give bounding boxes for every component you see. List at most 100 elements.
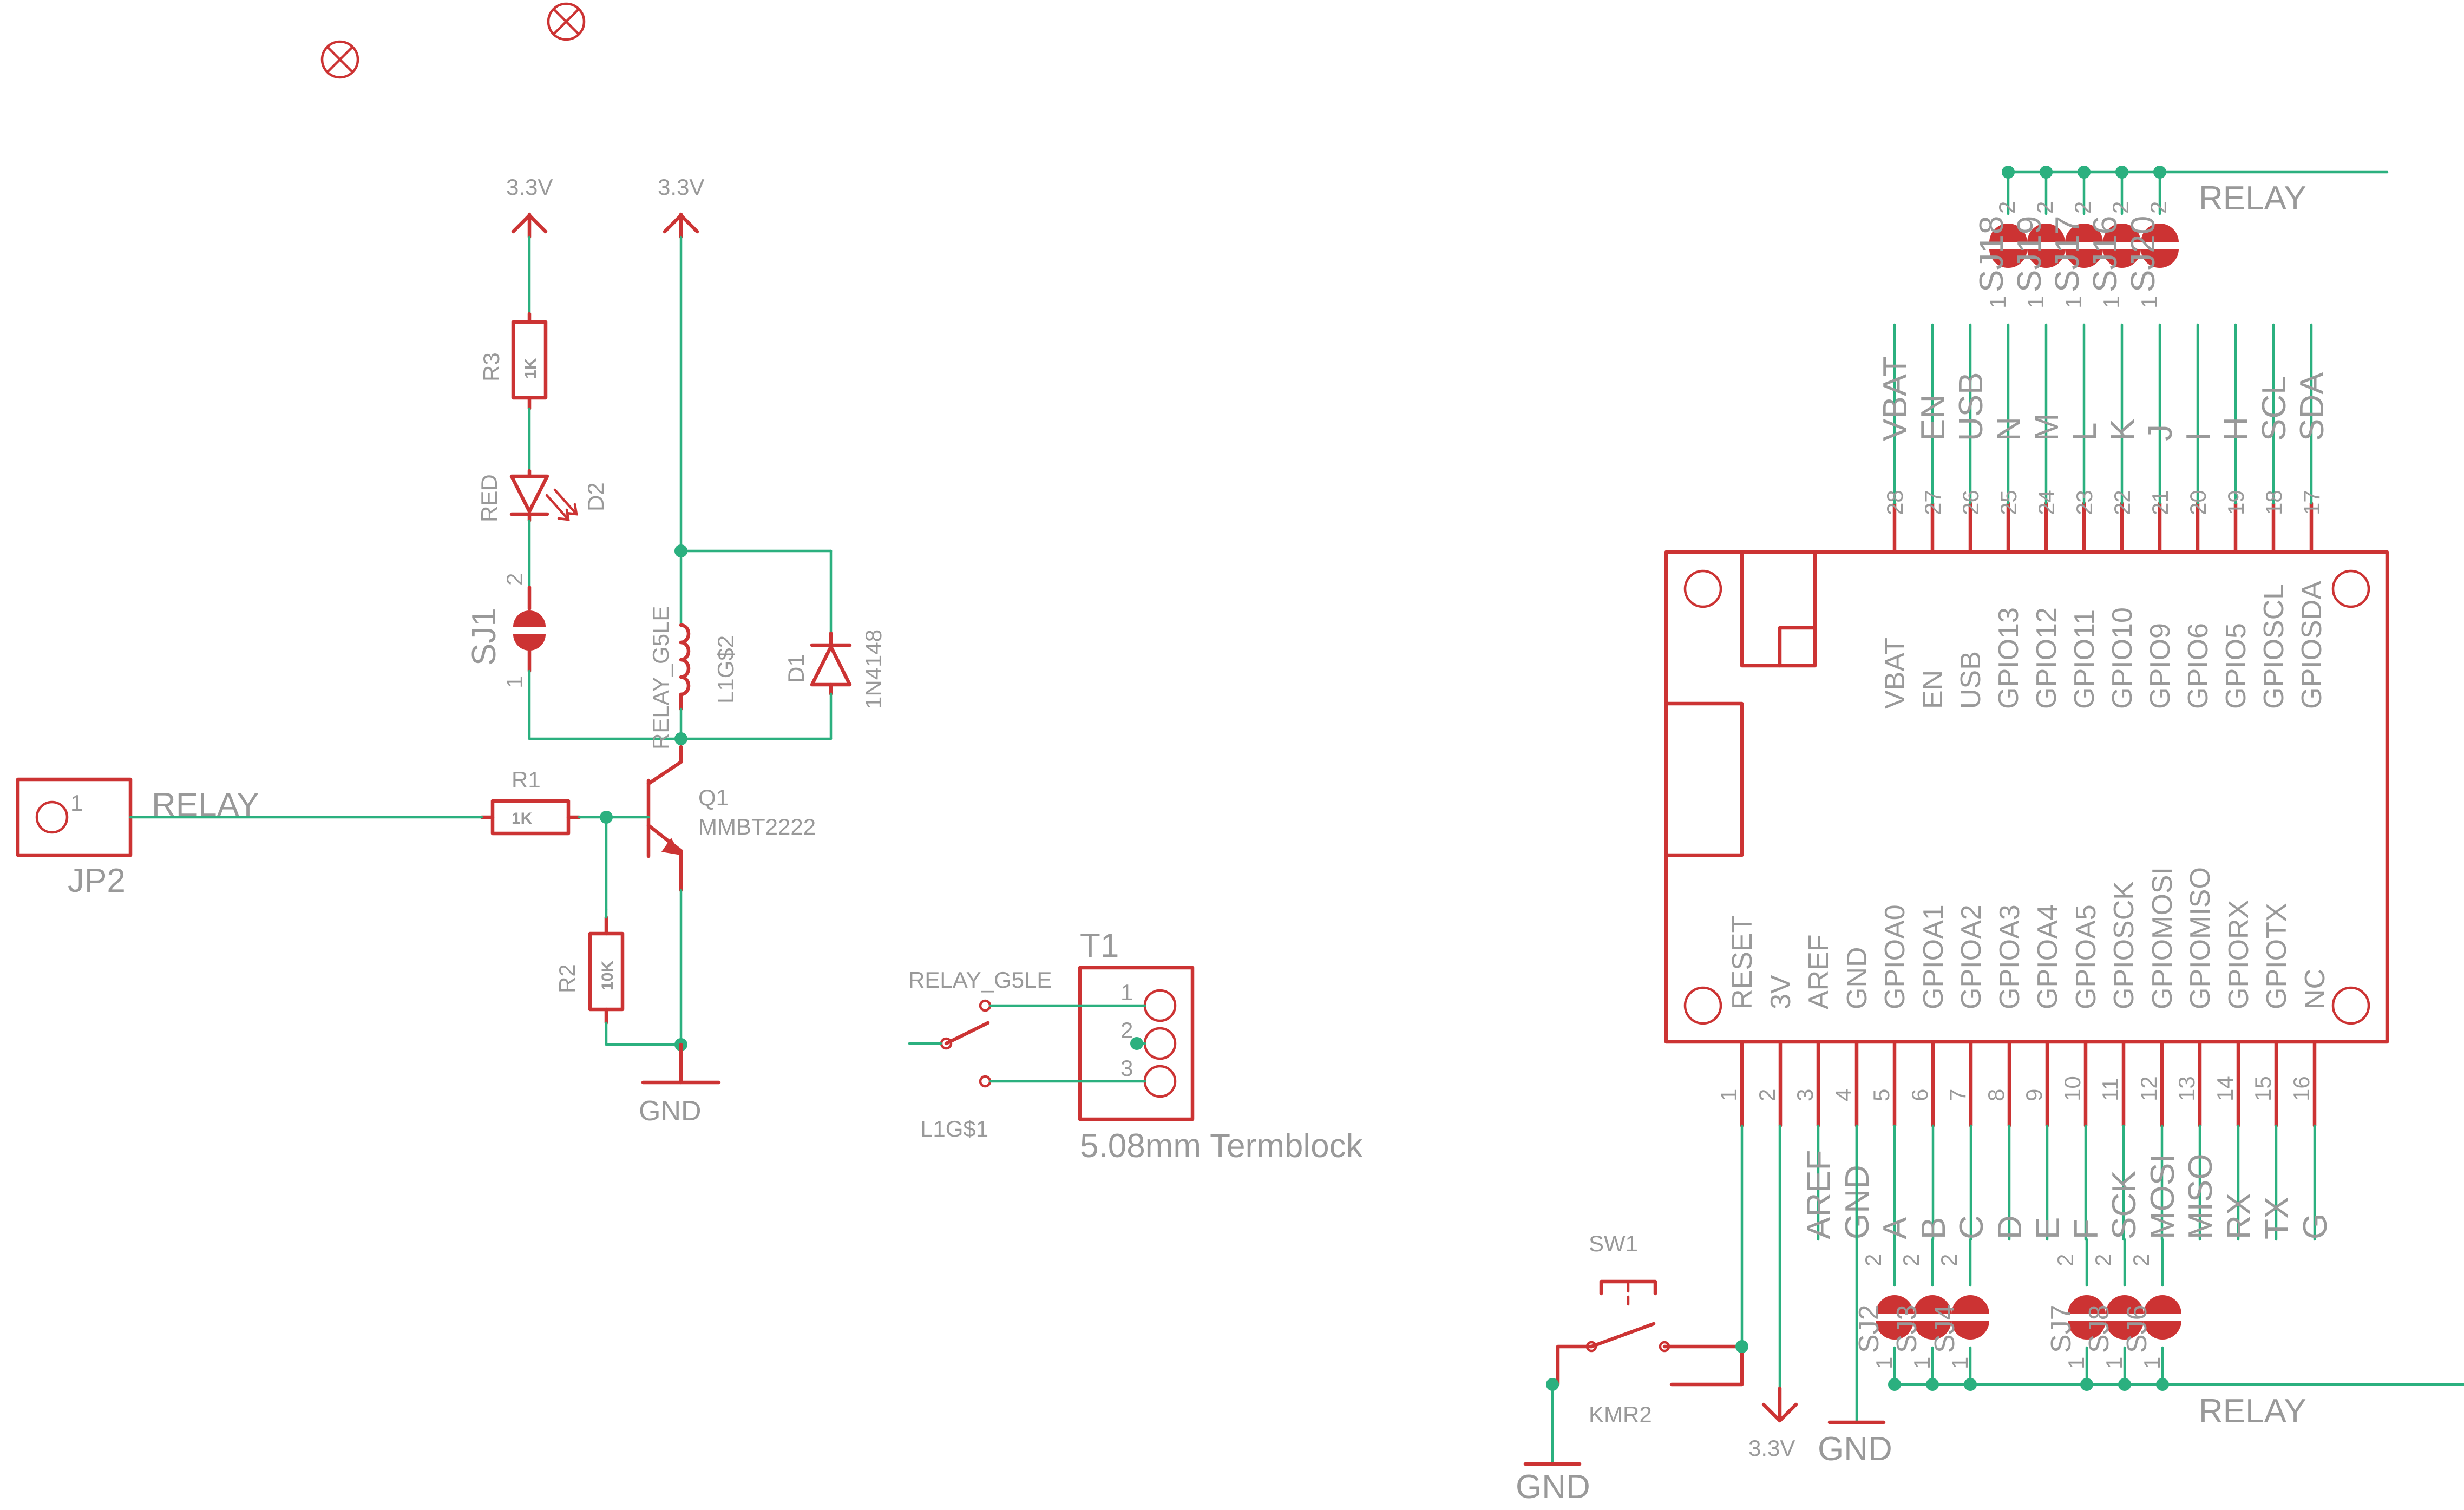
jumper-pin: 2 (1936, 1254, 1962, 1266)
jumper-name: SJ7 (2046, 1304, 2077, 1353)
relay-coil-name: RELAY_G5LE (648, 606, 673, 750)
jumper-name: SJ16 (2087, 216, 2124, 292)
terminal-block-t1 (1078, 966, 1195, 1121)
feather-pin-number: 16 (2289, 1076, 2314, 1101)
jumper-pin: 2 (1898, 1254, 1924, 1266)
feather-pin-signal: GPIO11 (2069, 609, 2100, 709)
r2-name: R2 (554, 964, 580, 993)
feather-pin-signal: GPIO9 (2145, 623, 2176, 709)
feather-net-label: TX (2258, 1197, 2296, 1239)
feather-pin-number: 7 (1945, 1089, 1970, 1101)
feather-pin-number: 11 (2098, 1078, 2123, 1101)
sj1-name: SJ1 (466, 608, 503, 666)
feather-net-label: A (1877, 1217, 1914, 1239)
feather-pin-signal: GPIOMISO (2185, 867, 2216, 1009)
feather-board (1664, 550, 2389, 1044)
gnd-label-q1: GND (639, 1095, 702, 1127)
feather-pin-number: 27 (1920, 490, 1945, 515)
feather-net-label: VBAT (1877, 356, 1914, 441)
feather-pin-number: 20 (2185, 490, 2211, 515)
feather-pin-number: 26 (1958, 490, 1983, 515)
jumper-pin: 1 (1871, 1357, 1897, 1369)
jumper-pin: 1 (2137, 296, 2162, 308)
feather-pin-number: 13 (2174, 1076, 2199, 1101)
feather-pin-signal: AREF (1803, 934, 1834, 1009)
feather-net-label: MISO (2182, 1154, 2219, 1239)
led-value: RED (476, 474, 502, 522)
sw1-name: SW1 (1589, 1231, 1638, 1256)
feather-pin-signal: GPIO13 (1993, 607, 2024, 709)
jumper-pin: 2 (2091, 1254, 2116, 1266)
feather-pin-signal: GPIOMOSI (2147, 867, 2178, 1009)
feather-pin-number: 12 (2136, 1076, 2161, 1101)
jumper-pin: 2 (2053, 1254, 2078, 1266)
feather-net-label: N (1990, 417, 2028, 441)
jumper-pin: 2 (2146, 201, 2171, 214)
q1-value: MMBT2222 (698, 814, 816, 839)
t1-name: T1 (1080, 927, 1119, 964)
feather-pin-number: 5 (1869, 1089, 1894, 1101)
jumper-name: SJ17 (2049, 216, 2086, 292)
jumper-pin: 1 (2061, 296, 2086, 308)
r3-value: 1K (522, 358, 540, 379)
jumper-name: SJ3 (1891, 1304, 1923, 1353)
t1-pin1: 1 (1120, 980, 1133, 1005)
jumper-name: SJ19 (2011, 216, 2048, 292)
feather-pin-number: 25 (1996, 490, 2021, 515)
feather-pin-number: 28 (1882, 490, 1908, 515)
jp2-name: JP2 (68, 862, 126, 900)
feather-pin-signal: GPIOSCK (2108, 881, 2140, 1009)
feather-pin-number: 19 (2223, 490, 2249, 515)
feather-net-label: RX (2220, 1193, 2258, 1239)
jp2-pin: 1 (70, 790, 83, 816)
feather-net-label: M (2028, 413, 2066, 441)
gnd-label-feather: GND (1818, 1430, 1892, 1468)
feather-pin-signal: GPIO5 (2220, 623, 2252, 709)
feather-net-label: F (2068, 1219, 2105, 1239)
sw1-value: KMR2 (1589, 1402, 1652, 1427)
feather-pin-signal: GPIOA2 (1956, 904, 1987, 1009)
feather-pin-signal: EN (1917, 670, 1949, 709)
feather-pin-signal: GPIO10 (2107, 607, 2138, 709)
jumper-pin: 2 (2108, 201, 2133, 214)
feather-pin-number: 3 (1792, 1089, 1818, 1101)
feather-pin-signal: GPIO12 (2031, 607, 2062, 709)
jumper-pin: 2 (2070, 201, 2095, 214)
v33-label-relay: 3.3V (658, 174, 704, 200)
diode-d1 (810, 631, 852, 696)
feather-net-label: AREF (1800, 1150, 1838, 1239)
feather-pin-signal: GPIOA3 (1994, 904, 2026, 1009)
led-d2 (509, 469, 578, 523)
feather-net-label: MOSI (2144, 1154, 2181, 1239)
d1-value: 1N4148 (861, 629, 886, 709)
jumper-pin: 1 (1909, 1357, 1935, 1369)
jp2-net-label: RELAY (152, 786, 259, 824)
feather-net-label: D (1991, 1215, 2029, 1239)
feather-net-label: E (2029, 1217, 2067, 1239)
jumper-name: SJ2 (1853, 1304, 1885, 1353)
sj1-pin2: 2 (502, 573, 527, 586)
feather-pin-signal: GPIOSDA (2296, 581, 2328, 709)
feather-net-label: H (2218, 417, 2255, 441)
bottom-relay-net-label: RELAY (2199, 1393, 2306, 1430)
feather-net-label: C (1953, 1215, 1990, 1239)
jumper-pin: 1 (1985, 296, 2010, 308)
d1-name: D1 (783, 654, 809, 683)
feather-pin-signal: GPIO6 (2183, 623, 2214, 709)
solder-jumper-sj1 (513, 585, 546, 673)
led-name: D2 (583, 482, 608, 511)
feather-pin-signal: GPIOA0 (1879, 904, 1911, 1009)
feather-pin-number: 24 (2034, 490, 2059, 515)
top-relay-net-label: RELAY (2199, 180, 2306, 217)
feather-pin-signal: USB (1955, 651, 1987, 709)
jumper-name: SJ8 (2083, 1304, 2115, 1353)
feather-pin-number: 6 (1907, 1089, 1932, 1101)
feather-net-label: SCL (2256, 376, 2293, 441)
gnd-label-sw1: GND (1516, 1468, 1590, 1506)
resistor-r1 (480, 799, 581, 836)
feather-pin-number: 17 (2299, 490, 2324, 515)
feather-pin-number: 1 (1716, 1089, 1741, 1101)
feather-pin-signal: 3V (1765, 975, 1797, 1009)
feather-pin-number: 15 (2250, 1076, 2276, 1101)
